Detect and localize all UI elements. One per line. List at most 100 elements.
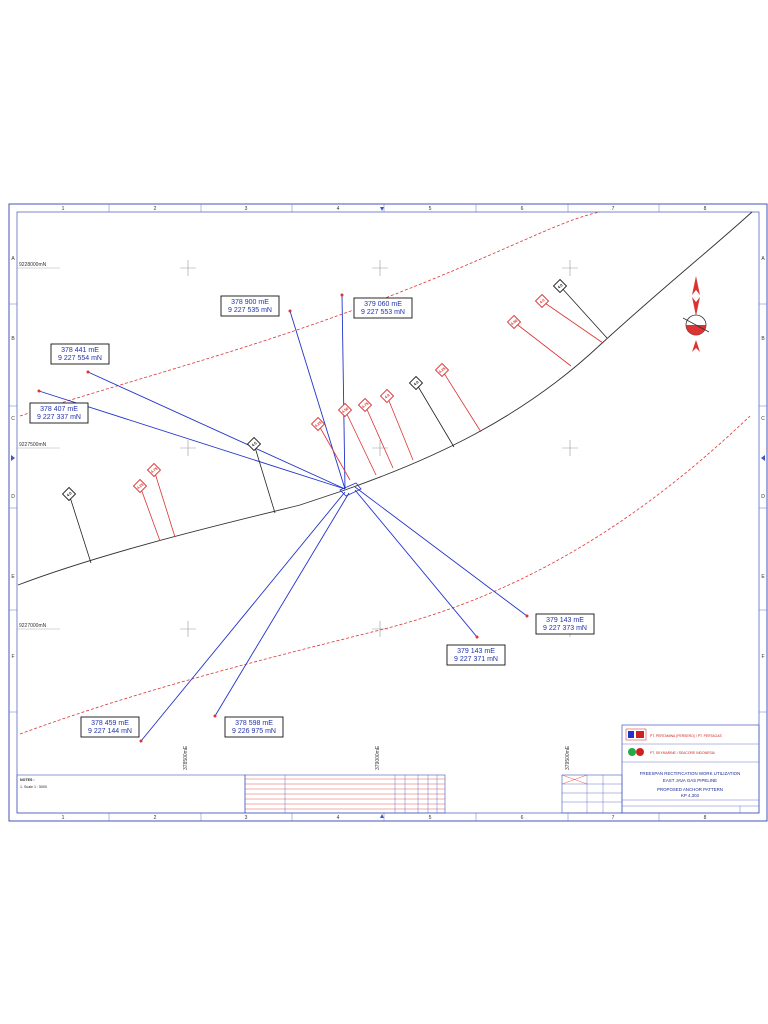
boundary-line-lower (19, 415, 751, 735)
row-label-left-A: A (11, 256, 15, 262)
column-label-bottom-7: 7 (612, 815, 615, 821)
pipeline-route (17, 211, 753, 586)
contractor-name: PT. SKYMARINE / SEACORE INDONESIA (650, 751, 716, 755)
kp-marker-label: 4.50 (341, 407, 349, 415)
northing-label-2: 9227500mN (19, 442, 47, 448)
anchor-label-4: 378 407 mE9 227 337 mN (29, 402, 89, 424)
anchor-northing: 9 227 371 mN (454, 656, 498, 663)
row-labels-left: A B C D E F (11, 256, 15, 660)
anchor-line-6 (354, 489, 478, 638)
anchor-coordinate-labels: 378 900 mE9 227 535 mN 379 060 mE9 227 55… (29, 295, 595, 738)
kp-marker: 4.25 (132, 478, 161, 542)
column-label-top-4: 4 (337, 206, 340, 212)
kp-marker: 4.75 (357, 397, 394, 469)
kp-marker: 4.0 (552, 278, 608, 339)
anchor-label-2: 379 060 mE9 227 553 mN (353, 297, 413, 319)
kp-marker-label: 4.25 (438, 367, 446, 375)
column-label-top-3: 3 (245, 206, 248, 212)
kp-marker: 4.50 (337, 402, 377, 476)
centre-mark-left (11, 455, 15, 461)
anchor-easting: 379 143 mE (546, 617, 584, 624)
anchor-label-1: 378 900 mE9 227 535 mN (220, 295, 280, 317)
revision-columns (284, 775, 438, 813)
column-label-top-6: 6 (521, 206, 524, 212)
column-label-top-5: 5 (429, 206, 432, 212)
anchor-northing: 9 227 144 mN (88, 728, 132, 735)
contractor-logo-icon (628, 748, 644, 756)
kp-marker-label: 4.0 (557, 283, 564, 289)
kp-marker-label: 4.75 (150, 467, 158, 475)
anchor-northing: 9 226 975 mN (232, 728, 276, 735)
anchor-label-7: 378 459 mE9 227 144 mN (80, 716, 140, 738)
anchor-line-8 (214, 492, 350, 717)
row-label-right-E: E (761, 574, 765, 580)
kp-marker-label: 4.0 (539, 298, 546, 304)
anchor-line-2 (341, 294, 346, 490)
anchor-northing: 9 227 373 mN (543, 625, 587, 632)
project-title-line1: FREESPAN RECTIFICATION WORK UTILIZATION (640, 771, 741, 776)
north-arrow-icon (682, 276, 710, 352)
column-label-bottom-2: 2 (154, 815, 157, 821)
northing-label-1: 9228000mN (19, 262, 47, 268)
anchor-easting: 378 459 mE (91, 720, 129, 727)
notes-scale: 1. Scale 1 : 5000 (20, 785, 47, 789)
client-name: PT. PERTAMINA (PERSERO) / PT. PERTAGAS (650, 734, 722, 738)
client-logo-icon (625, 728, 647, 741)
barge-outline (339, 482, 362, 497)
row-label-right-B: B (761, 336, 765, 342)
anchor-easting: 379 143 mE (457, 648, 495, 655)
anchor-easting: 378 900 mE (231, 299, 269, 306)
centre-mark-right (761, 455, 765, 461)
row-label-left-E: E (11, 574, 15, 580)
anchor-label-5: 379 143 mE9 227 373 mN (535, 613, 595, 635)
kp-marker-label: 4.25 (314, 421, 322, 429)
anchor-line-7 (140, 491, 346, 742)
anchor-line-1 (289, 310, 346, 490)
row-label-right-D: D (761, 494, 765, 500)
anchor-northing: 9 227 553 mN (361, 309, 405, 316)
kp-marker: 4.90 (506, 314, 572, 367)
notes-panel (16, 774, 246, 814)
boundary-line-upper (19, 211, 601, 417)
column-label-bottom-6: 6 (521, 815, 524, 821)
kp-marker-label: 4.0 (66, 491, 73, 497)
column-label-bottom-4: 4 (337, 815, 340, 821)
kp-value: KP 4,303 (681, 793, 700, 798)
outer-frame (8, 203, 768, 822)
row-label-left-D: D (11, 494, 15, 500)
northing-label-3: 9227000mN (19, 623, 47, 629)
column-dividers (9, 204, 767, 821)
kp-marker-label: 4.0 (413, 380, 420, 386)
approval-cross-2 (561, 774, 588, 785)
kp-marker: 4.0 (408, 375, 455, 448)
anchor-label-3: 378 441 mE9 227 554 mN (50, 343, 110, 365)
kp-marker: 4.0 (534, 293, 604, 344)
anchor-line-4 (38, 390, 346, 490)
row-label-right-A: A (761, 256, 765, 262)
easting-label-1: 378500mE (183, 745, 189, 770)
row-label-left-B: B (11, 336, 15, 342)
anchor-end-dots (37, 293, 529, 743)
anchor-lines (38, 294, 528, 742)
kp-marker: 4.0 (61, 486, 92, 564)
anchor-northing: 9 227 337 mN (37, 414, 81, 421)
row-label-right-F: F (761, 654, 764, 660)
anchor-easting: 378 441 mE (61, 347, 99, 354)
row-label-left-F: F (11, 654, 14, 660)
anchor-easting: 378 598 mE (235, 720, 273, 727)
column-label-bottom-1: 1 (62, 815, 65, 821)
easting-label-2: 379000mE (375, 745, 381, 770)
row-labels-right: A B C D E F (761, 256, 765, 660)
kp-markers: 4.04.54.754.254.04.254.504.754.64.254.90… (61, 278, 608, 564)
row-label-right-C: C (761, 416, 765, 422)
approval-grid (562, 775, 622, 813)
project-title-line2: EAST JAVA GAS PIPELINE (663, 778, 717, 783)
row-label-left-C: C (11, 416, 15, 422)
kp-marker: 4.5 (246, 436, 276, 514)
anchor-line-3 (87, 371, 346, 490)
column-label-bottom-3: 3 (245, 815, 248, 821)
kp-marker: 4.25 (434, 362, 482, 433)
